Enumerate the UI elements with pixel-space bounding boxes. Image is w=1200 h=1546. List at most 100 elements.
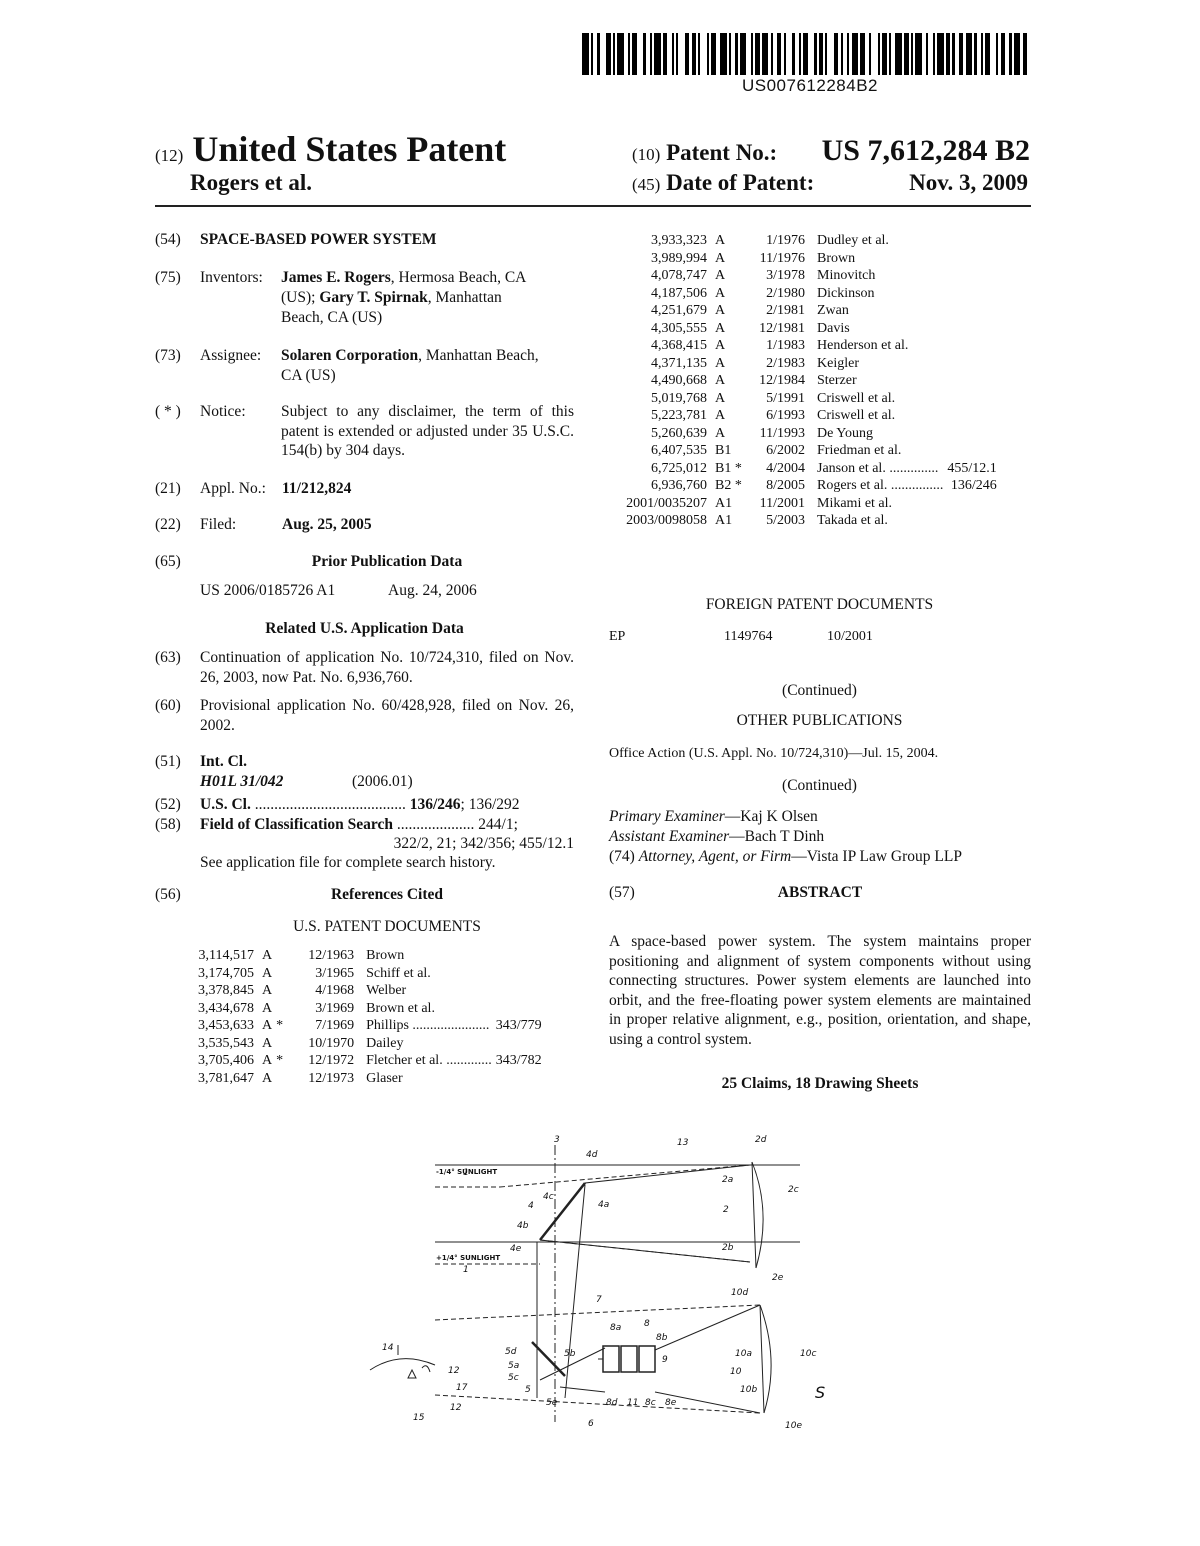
patent-number: US 7,612,284 B2: [821, 134, 1030, 167]
figure-reference-label: 8b: [656, 1333, 668, 1343]
figure-reference-label: 2b: [722, 1243, 734, 1253]
ref-no: 3,705,406: [198, 1053, 254, 1068]
int-cl-class: H01L 31/042: [200, 773, 284, 790]
code-21: (21): [155, 480, 181, 497]
ref-d: 6/2002: [766, 443, 805, 458]
figure-reference-label: 12: [450, 1403, 462, 1413]
turning-mirror: [531, 1341, 566, 1377]
ref-no: 3,378,845: [198, 983, 254, 998]
ref-n: Rogers et al. ...............: [817, 478, 944, 493]
barcode-number: US007612284B2: [741, 76, 878, 95]
appl-no: 11/212,824: [282, 480, 352, 497]
figure-reference-label: 8a: [610, 1323, 621, 1333]
int-cl-version: (2006.01): [352, 773, 413, 790]
ref-n: Fletcher et al. .............: [366, 1053, 492, 1068]
ref-k: A: [715, 268, 726, 283]
inventors-label: Inventors:: [200, 269, 263, 286]
notice-code: ( * ): [155, 403, 181, 420]
ref-k: A: [715, 408, 726, 423]
ref-c: [496, 947, 546, 965]
patent-header-title: (12) United States Patent: [155, 128, 506, 170]
ref-no: 2001/0035207: [626, 495, 707, 511]
ref-d: 7/1969: [315, 1018, 355, 1033]
filed-date: Aug. 25, 2005: [282, 516, 372, 533]
ref-no: 5,019,768: [651, 390, 707, 406]
assignee-label: Assignee:: [200, 347, 262, 364]
assignee-line2: CA (US): [281, 367, 336, 384]
ref-s: [276, 965, 294, 983]
ref-n: Welber: [366, 983, 407, 998]
ref-no: 4,371,135: [651, 355, 707, 371]
figure-reference-label: 10e: [785, 1421, 802, 1430]
field-search: Field of Classification Search .........…: [200, 816, 518, 833]
code-51: (51): [155, 753, 181, 770]
ref-n: Sterzer: [817, 373, 857, 388]
ref-n: Dudley et al.: [817, 233, 889, 248]
attorney: (74) Attorney, Agent, or Firm—Vista IP L…: [609, 848, 962, 865]
filed-label: Filed:: [200, 516, 237, 533]
ref-no: 4,305,555: [651, 320, 707, 336]
figure-reference-label: 4b: [517, 1221, 529, 1231]
ref-c: [496, 982, 546, 1000]
figure-reference-label: 11: [627, 1398, 638, 1408]
header-rule: [155, 205, 1031, 207]
ref-s: [276, 1000, 294, 1018]
ref-s: [276, 1070, 294, 1088]
figure-reference-label: 5c: [508, 1373, 519, 1383]
ref-n: Friedman et al.: [817, 443, 902, 458]
ref-k: A1: [715, 495, 733, 511]
ref-n: Minovitch: [817, 268, 876, 283]
ref-k: A: [715, 285, 726, 301]
ref-n: Keigler: [817, 355, 859, 371]
ref-no: 3,453,633: [198, 1018, 254, 1033]
us-cl: U.S. Cl. ...............................…: [200, 796, 520, 813]
ref-k: B1: [715, 443, 732, 458]
appl-no-label: Appl. No.:: [200, 480, 266, 497]
figure-reference-label: 3: [554, 1135, 560, 1145]
provisional-text: Provisional application No. 60/428,928, …: [200, 697, 574, 734]
ref-c: [947, 407, 1000, 425]
ref-n: Brown: [366, 948, 405, 963]
figure-reference-label: 4a: [598, 1200, 609, 1210]
foreign-heading: FOREIGN PATENT DOCUMENTS: [705, 596, 934, 613]
ref-d: 11/1993: [759, 425, 805, 441]
ref-n: Zwan: [817, 303, 849, 318]
ref-k: B1 *: [715, 460, 742, 476]
ref-k: A: [262, 965, 273, 981]
assistant-examiner: Assistant Examiner—Bach T Dinh: [609, 828, 825, 845]
figure-reference-label: 10c: [800, 1349, 816, 1359]
other-pub: Office Action (U.S. Appl. No. 10/724,310…: [609, 746, 939, 761]
ref-no: 2003/0098058: [626, 513, 707, 528]
inventors-line2: (US); Gary T. Spirnak, Manhattan: [281, 289, 502, 306]
references-heading: References Cited: [330, 886, 444, 903]
ref-c: [496, 1000, 546, 1018]
ref-d: 12/1973: [308, 1070, 355, 1086]
ref-no: 5,260,639: [651, 425, 707, 441]
ref-d: 5/1991: [766, 390, 805, 406]
ref-c: 343/782: [495, 1053, 542, 1068]
figure-reference-label: 13: [677, 1138, 689, 1148]
ref-c: [947, 512, 1000, 530]
ref-k: A: [262, 983, 273, 998]
notice-text: Subject to any disclaimer, the term of t…: [281, 403, 574, 459]
ref-n: Brown et al.: [366, 1000, 435, 1016]
ref-d: 1/1983: [766, 338, 805, 353]
figure-reference-label: 4d: [586, 1150, 598, 1160]
code-73: (73): [155, 347, 181, 364]
ref-n: Davis: [817, 320, 850, 336]
code-54: (54): [155, 231, 181, 248]
code-60: (60): [155, 697, 181, 714]
earth-surface: [369, 1358, 436, 1371]
abstract-text: A space-based power system. The system m…: [609, 933, 1031, 1048]
ref-no: 4,490,668: [651, 373, 707, 388]
ref-n: Brown: [817, 250, 856, 266]
ref-d: 6/1993: [766, 408, 805, 423]
code-57: (57): [609, 884, 635, 901]
